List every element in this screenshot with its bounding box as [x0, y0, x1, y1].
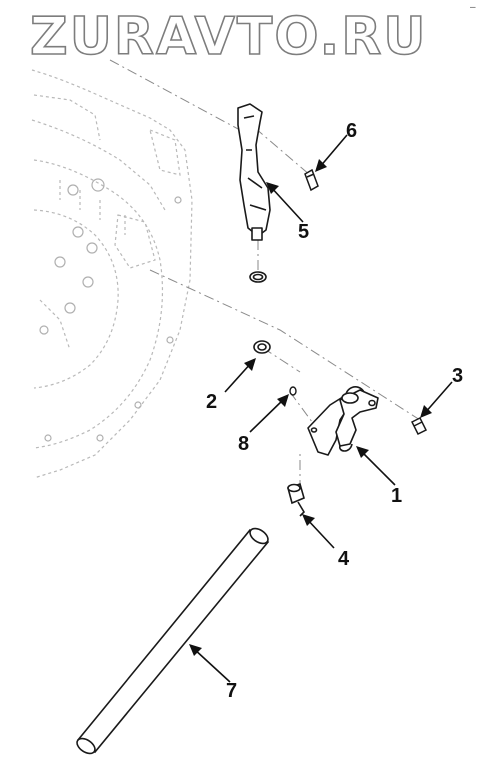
leader-1: [359, 449, 396, 486]
leader-arrows: [192, 134, 453, 683]
callout-3: 3: [452, 365, 463, 387]
leader-2: [224, 361, 253, 393]
engine-housing: [31, 69, 193, 479]
part-5-tube-fitting: [237, 103, 271, 283]
arrowhead-8: [277, 394, 289, 407]
arrowhead-6: [315, 159, 327, 172]
callout-5: 5: [298, 221, 309, 243]
leader-6: [318, 134, 348, 169]
callout-7: 7: [226, 680, 237, 702]
callout-4: 4: [338, 548, 350, 570]
part-4-connector: [287, 482, 306, 517]
callout-2: 2: [206, 391, 217, 413]
leader-5: [269, 185, 304, 223]
part-1-bracket: [307, 386, 379, 456]
leader-8: [249, 397, 286, 433]
part-2-washer: [253, 340, 271, 354]
corner-mark: –: [470, 2, 476, 13]
leader-4: [305, 517, 335, 549]
arrowhead-1: [356, 446, 369, 458]
callout-1: 1: [391, 485, 402, 507]
callout-labels: 1 2 3 4 5 6 7 8: [206, 120, 463, 702]
part-3-bolt: [410, 416, 428, 436]
arrowhead-4: [302, 514, 315, 526]
housing-bolt-holes: [39, 178, 182, 442]
arrowheads: [189, 159, 432, 656]
arrowhead-2: [244, 358, 256, 371]
leader-7: [192, 647, 231, 683]
arrowhead-5: [266, 182, 279, 194]
callout-6: 6: [346, 120, 357, 142]
leader-3: [423, 381, 453, 415]
watermark-text: ZURAVTO.RU: [30, 7, 427, 67]
part-7-tube: [76, 527, 270, 755]
part-8-pin: [289, 386, 297, 396]
assembly-centerlines: [109, 59, 421, 490]
callout-8: 8: [238, 433, 249, 455]
arrowhead-7: [189, 644, 202, 656]
arrowhead-3: [420, 405, 432, 418]
part-6-bolt: [304, 168, 319, 192]
